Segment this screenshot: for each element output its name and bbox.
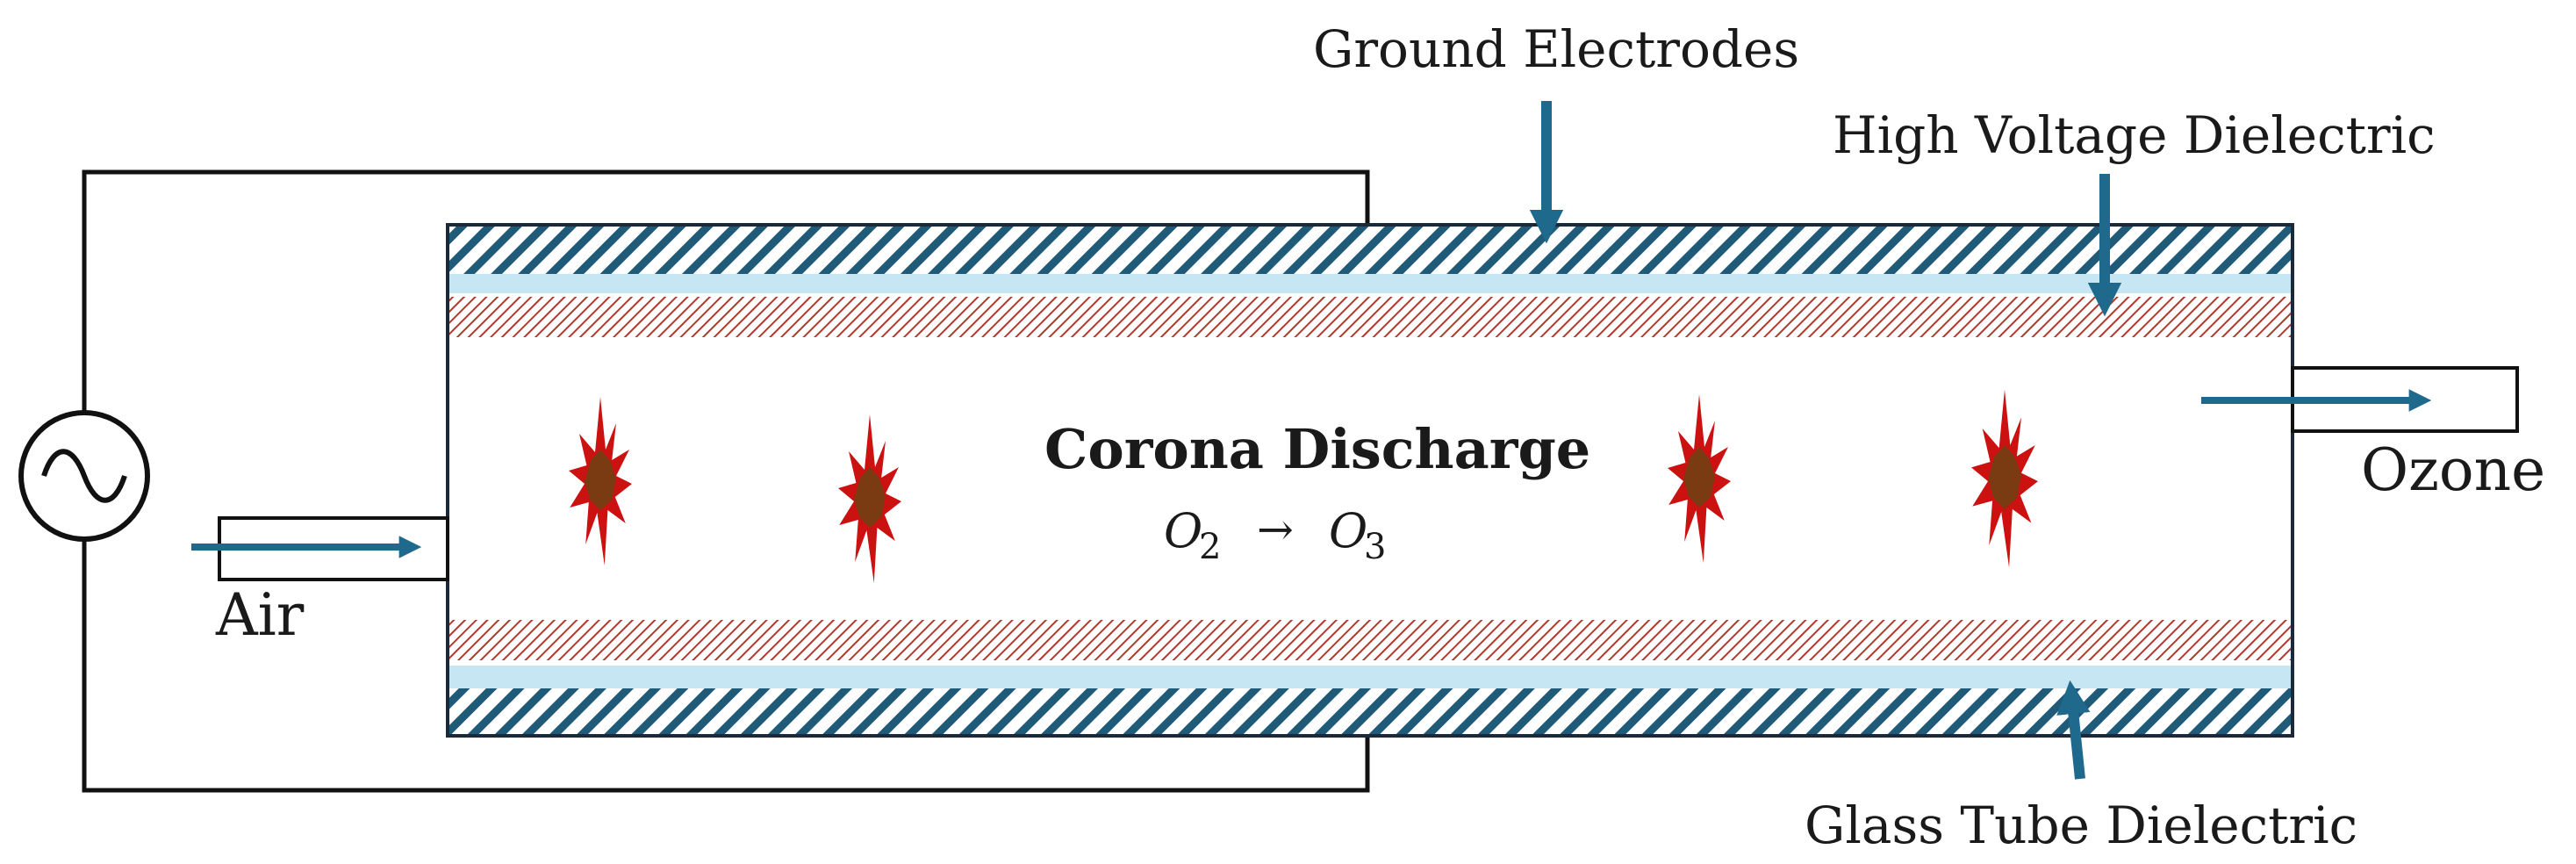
bottom-ground-electrode bbox=[449, 688, 2291, 734]
bottom-discharge-layer bbox=[449, 620, 2291, 660]
glass-dielectric-pointer bbox=[2056, 680, 2091, 780]
product-symbol: O bbox=[1329, 503, 1367, 558]
ac-source-icon bbox=[18, 410, 150, 542]
product-subscript: 3 bbox=[1364, 527, 1386, 567]
bottom-dielectric bbox=[449, 666, 2291, 688]
high-voltage-dielectric-label: High Voltage Dielectric bbox=[1833, 105, 2436, 165]
top-discharge-layer bbox=[449, 297, 2291, 337]
top-dielectric bbox=[449, 274, 2291, 293]
circuit-wire-bottom bbox=[82, 523, 1370, 793]
ozone-label: Ozone bbox=[2361, 436, 2545, 504]
reaction-arrow: → bbox=[1257, 504, 1294, 555]
glass-tube-dielectric-label: Glass Tube Dielectric bbox=[1805, 796, 2357, 855]
reactant-subscript: 2 bbox=[1199, 527, 1221, 567]
ground-electrodes-label: Ground Electrodes bbox=[1313, 19, 1799, 79]
reaction-equation: O 2 → O 3 bbox=[1164, 503, 1386, 567]
corona-discharge-label: Corona Discharge bbox=[1044, 417, 1590, 481]
reactant-symbol: O bbox=[1164, 503, 1202, 558]
top-ground-electrode bbox=[449, 227, 2291, 274]
circuit-wire bbox=[82, 169, 1370, 428]
air-label: Air bbox=[215, 581, 305, 649]
